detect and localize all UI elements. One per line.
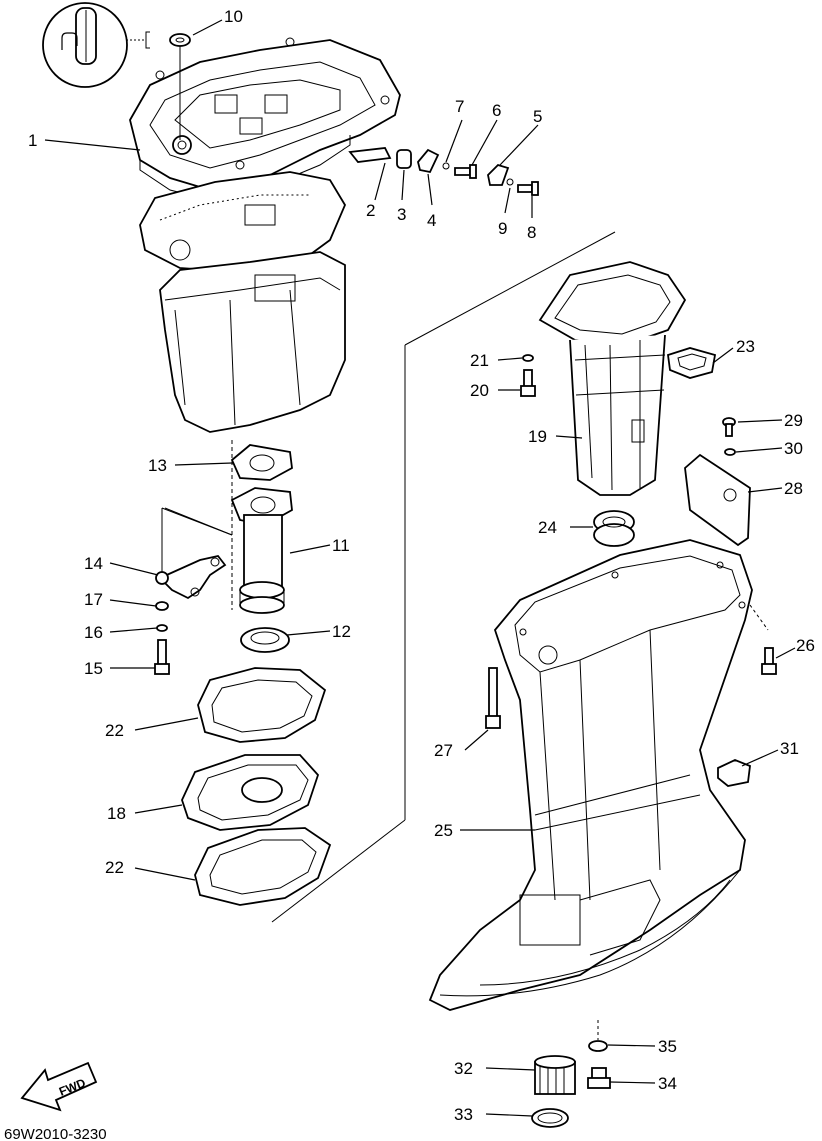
callout-10: 10 <box>224 7 243 26</box>
part-31-clip <box>717 759 751 787</box>
callout-15: 15 <box>84 659 103 678</box>
callout-18: 18 <box>107 804 126 823</box>
part-33-ring <box>531 1108 569 1128</box>
callout-24: 24 <box>538 518 557 537</box>
part-30-washer <box>724 448 736 456</box>
callout-14: 14 <box>84 554 103 573</box>
callout-17: 17 <box>84 590 103 609</box>
callout-25: 25 <box>434 821 453 840</box>
part-16-washer <box>156 624 168 632</box>
small-parts-row <box>348 147 539 196</box>
callout-19: 19 <box>528 427 547 446</box>
part-19-upper-casing <box>538 261 687 496</box>
part-12-seal <box>240 627 290 653</box>
callout-20: 20 <box>470 381 489 400</box>
callout-22-upper: 22 <box>105 721 124 740</box>
gasket-upper <box>139 171 347 273</box>
part-22-gasket-lower <box>194 827 332 906</box>
callout-33: 33 <box>454 1105 473 1124</box>
part-6-bolt <box>454 167 471 176</box>
callout-29: 29 <box>784 411 803 430</box>
callout-11: 11 <box>332 536 350 555</box>
callout-5: 5 <box>533 107 542 126</box>
frame-lines <box>164 231 616 923</box>
part-11-pipe <box>243 514 283 591</box>
callout-16: 16 <box>84 623 103 642</box>
callout-23: 23 <box>736 337 755 356</box>
exhaust-guide-part-1 <box>129 37 401 201</box>
diagram-code: 69W2010-3230 <box>4 1126 107 1141</box>
part-25-lower-casing <box>428 539 753 1011</box>
part-24-seal <box>593 510 635 547</box>
callout-12: 12 <box>332 622 351 641</box>
callout-4: 4 <box>427 211 436 230</box>
part-17-washer <box>155 601 169 611</box>
part-27-bolt <box>485 667 501 729</box>
part-9-washer <box>506 178 514 186</box>
part-22-gasket-upper <box>197 667 327 743</box>
callout-26: 26 <box>796 636 815 655</box>
part-13-gasket <box>230 444 293 481</box>
callout-28: 28 <box>784 479 803 498</box>
callout-8: 8 <box>527 223 536 242</box>
part-10-grommet <box>169 33 191 140</box>
callout-13: 13 <box>148 456 167 475</box>
callout-22-lower: 22 <box>105 858 124 877</box>
grease-inset <box>42 2 150 88</box>
part-23-grommet <box>667 347 717 379</box>
leader-lines <box>44 19 796 1117</box>
callout-30: 30 <box>784 439 803 458</box>
callout-21: 21 <box>470 351 489 370</box>
callout-31: 31 <box>780 739 799 758</box>
part-29-screw <box>722 417 736 437</box>
part-4-clip <box>417 148 440 174</box>
part-14-bracket <box>155 507 233 600</box>
part-2-pin <box>348 147 392 163</box>
callout-3: 3 <box>397 205 406 224</box>
callout-35: 35 <box>658 1037 677 1056</box>
part-8-bolt <box>517 184 533 193</box>
part-20-bolt <box>520 369 536 397</box>
part-7-spring <box>442 162 450 170</box>
oil-pan <box>159 251 346 433</box>
callout-7: 7 <box>455 97 464 116</box>
part-26-bolt <box>749 604 777 675</box>
callout-labels: 1 2 3 4 5 6 7 8 9 10 11 12 13 14 15 16 1… <box>28 7 815 1124</box>
part-3-collar <box>396 149 412 169</box>
part-35-washer <box>588 1020 608 1052</box>
exhaust-pipe-assembly <box>230 440 293 614</box>
part-18-plate <box>181 754 320 831</box>
callout-34: 34 <box>658 1074 677 1093</box>
part-5-bracket <box>487 163 510 186</box>
fwd-arrow: FWD <box>20 1061 98 1112</box>
part-28-plate <box>684 453 751 547</box>
callout-2: 2 <box>366 201 375 220</box>
part-21-washer <box>522 354 534 362</box>
callout-9: 9 <box>498 219 507 238</box>
part-32-grommet <box>534 1055 576 1095</box>
callout-1: 1 <box>28 131 37 150</box>
callout-32: 32 <box>454 1059 473 1078</box>
part-15-bolt <box>154 639 170 675</box>
callout-6: 6 <box>492 101 501 120</box>
part-34-plug <box>587 1067 611 1089</box>
callout-27: 27 <box>434 741 453 760</box>
